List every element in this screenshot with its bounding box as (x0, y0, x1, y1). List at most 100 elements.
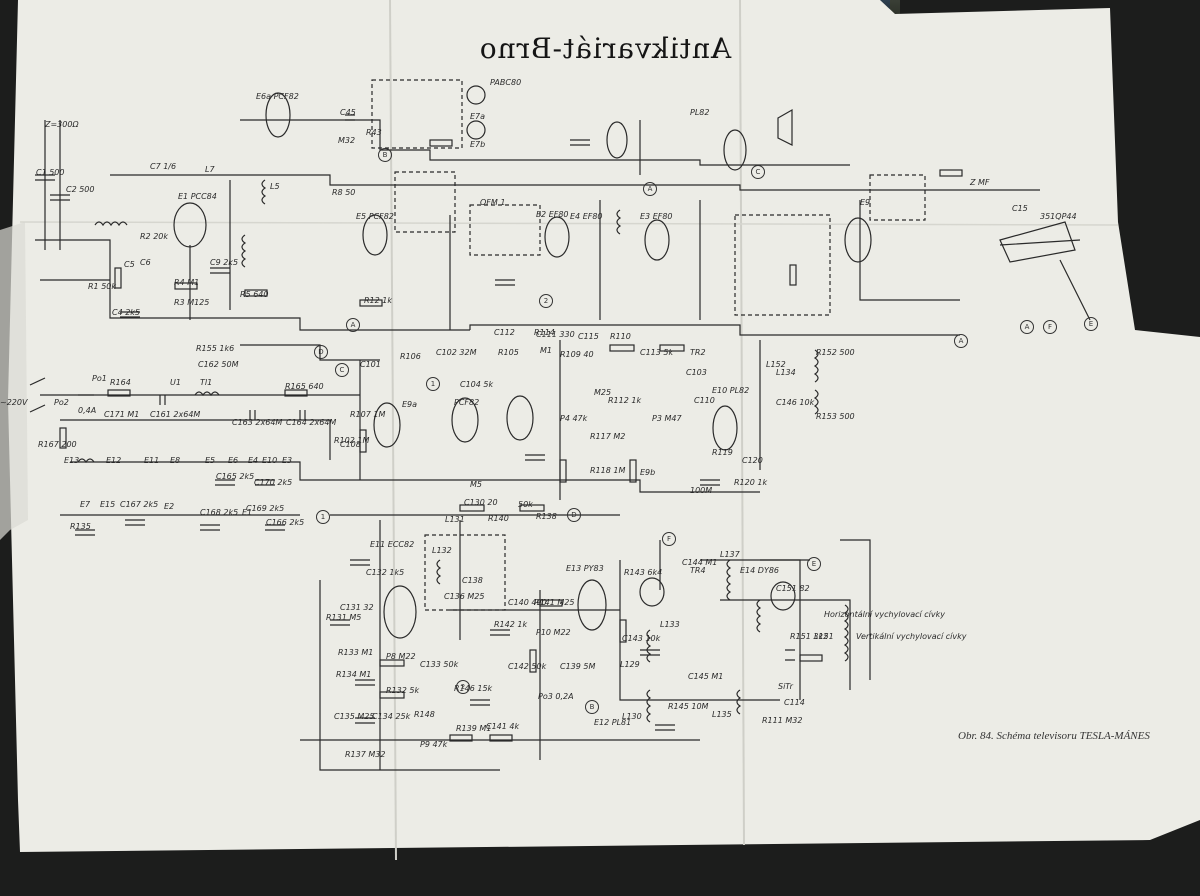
component-label: R12 1k (364, 296, 393, 305)
node-marker-b: B (585, 700, 599, 714)
component-label: E7 (80, 500, 91, 509)
component-label: E1 (242, 508, 253, 517)
component-label: C15 (1012, 204, 1028, 213)
component-label: R167 200 (38, 440, 77, 449)
component-label: E4 (248, 456, 259, 465)
wire (619, 560, 780, 701)
coil (813, 389, 819, 415)
component-label: R106 (400, 352, 421, 361)
component-label: R118 1M (590, 466, 626, 475)
resistor (799, 654, 823, 662)
component-label: R143 6k4 (624, 568, 663, 577)
vacuum-tube (644, 219, 670, 261)
component-label: C165 2k5 (216, 472, 255, 481)
capacitor (495, 279, 515, 286)
capacitor (785, 649, 795, 661)
vacuum-tube (466, 85, 486, 105)
component-label: C140 490 (508, 598, 547, 607)
component-label: Po2 (54, 398, 69, 407)
coil (646, 629, 652, 663)
component-label: E12 (106, 456, 122, 465)
component-label: L134 (776, 368, 796, 377)
component-label: L131 (445, 515, 465, 524)
node-marker-b: B (378, 148, 392, 162)
component-label: C6 (140, 258, 151, 267)
component-label: C162 50M (198, 360, 239, 369)
component-label: 100M (690, 486, 713, 495)
component-label: M25 (594, 388, 612, 397)
component-label: C132 1k5 (366, 568, 405, 577)
node-marker-a: A (954, 334, 968, 348)
resistor (359, 429, 367, 453)
capacitor (330, 619, 350, 626)
component-label: R114 (534, 328, 555, 337)
component-label: P4 47k (560, 414, 588, 423)
capacitor (350, 559, 370, 566)
vacuum-tube (466, 120, 486, 140)
component-label: E13 (64, 456, 80, 465)
component-label: C131 32 (340, 603, 374, 612)
component-label: SiTr (778, 682, 793, 691)
component-label: Po1 (92, 374, 107, 383)
component-label: R153 500 (816, 412, 855, 421)
component-label: L132 (432, 546, 452, 555)
component-label: R8 50 (332, 188, 356, 197)
vacuum-tube (770, 581, 796, 611)
component-label: P8 M22 (386, 652, 416, 661)
component-label: E10 PL82 (712, 386, 750, 395)
component-label: R105 (498, 348, 519, 357)
resistor (244, 289, 268, 297)
component-label: R109 40 (560, 350, 594, 359)
wire (70, 461, 360, 481)
component-label: C136 M25 (444, 592, 485, 601)
component-label: R102 1M (334, 436, 370, 445)
component-label: M32 (338, 136, 356, 145)
component-label: C139 5M (560, 662, 596, 671)
resistor (539, 599, 563, 607)
component-label: R142 1k (494, 620, 528, 629)
component-label: E9a (402, 400, 418, 409)
resistor (619, 619, 627, 643)
component-label: C101 (360, 360, 381, 369)
component-label: OFM 1 (480, 198, 506, 207)
component-label: U1 (170, 378, 181, 387)
component-label: TR4 (690, 566, 706, 575)
component-label: 351QP44 (1040, 212, 1077, 221)
resistor (489, 734, 513, 742)
component-label: Z=300Ω (45, 120, 79, 129)
coil (726, 559, 732, 601)
component-label: E4 EF80 (570, 212, 603, 221)
shield-box (371, 79, 463, 149)
capacitor (355, 717, 375, 724)
resistor (939, 169, 963, 177)
component-label: C164 2x64M (286, 418, 337, 427)
component-label: L152 (766, 360, 786, 369)
component-label: Po3 0,2A (538, 692, 574, 701)
component-label: E11 (144, 456, 160, 465)
capacitor (249, 410, 256, 420)
resistor (529, 649, 537, 673)
component-label: R3 M125 (174, 298, 210, 307)
coil (77, 458, 95, 464)
component-label: C169 2k5 (246, 504, 285, 513)
component-label: C111 330 (536, 330, 575, 339)
coil (94, 221, 128, 227)
component-label: R111 M32 (762, 716, 803, 725)
component-label: E9b (640, 468, 656, 477)
component-label: C161 2x64M (150, 410, 201, 419)
wire (240, 119, 850, 166)
component-label: E9 (860, 198, 871, 207)
component-label: E7a (470, 112, 486, 121)
mains-switch (29, 377, 46, 413)
paper (8, 0, 1200, 852)
component-label: C168 2k5 (200, 508, 239, 517)
vacuum-tube (844, 217, 872, 263)
vacuum-tube (506, 395, 534, 441)
component-label: L129 (620, 660, 640, 669)
resistor (519, 504, 545, 512)
component-label: R1 50k (88, 282, 117, 291)
capacitor (125, 519, 145, 526)
node-marker-c: C (335, 363, 349, 377)
wire (999, 239, 1091, 321)
